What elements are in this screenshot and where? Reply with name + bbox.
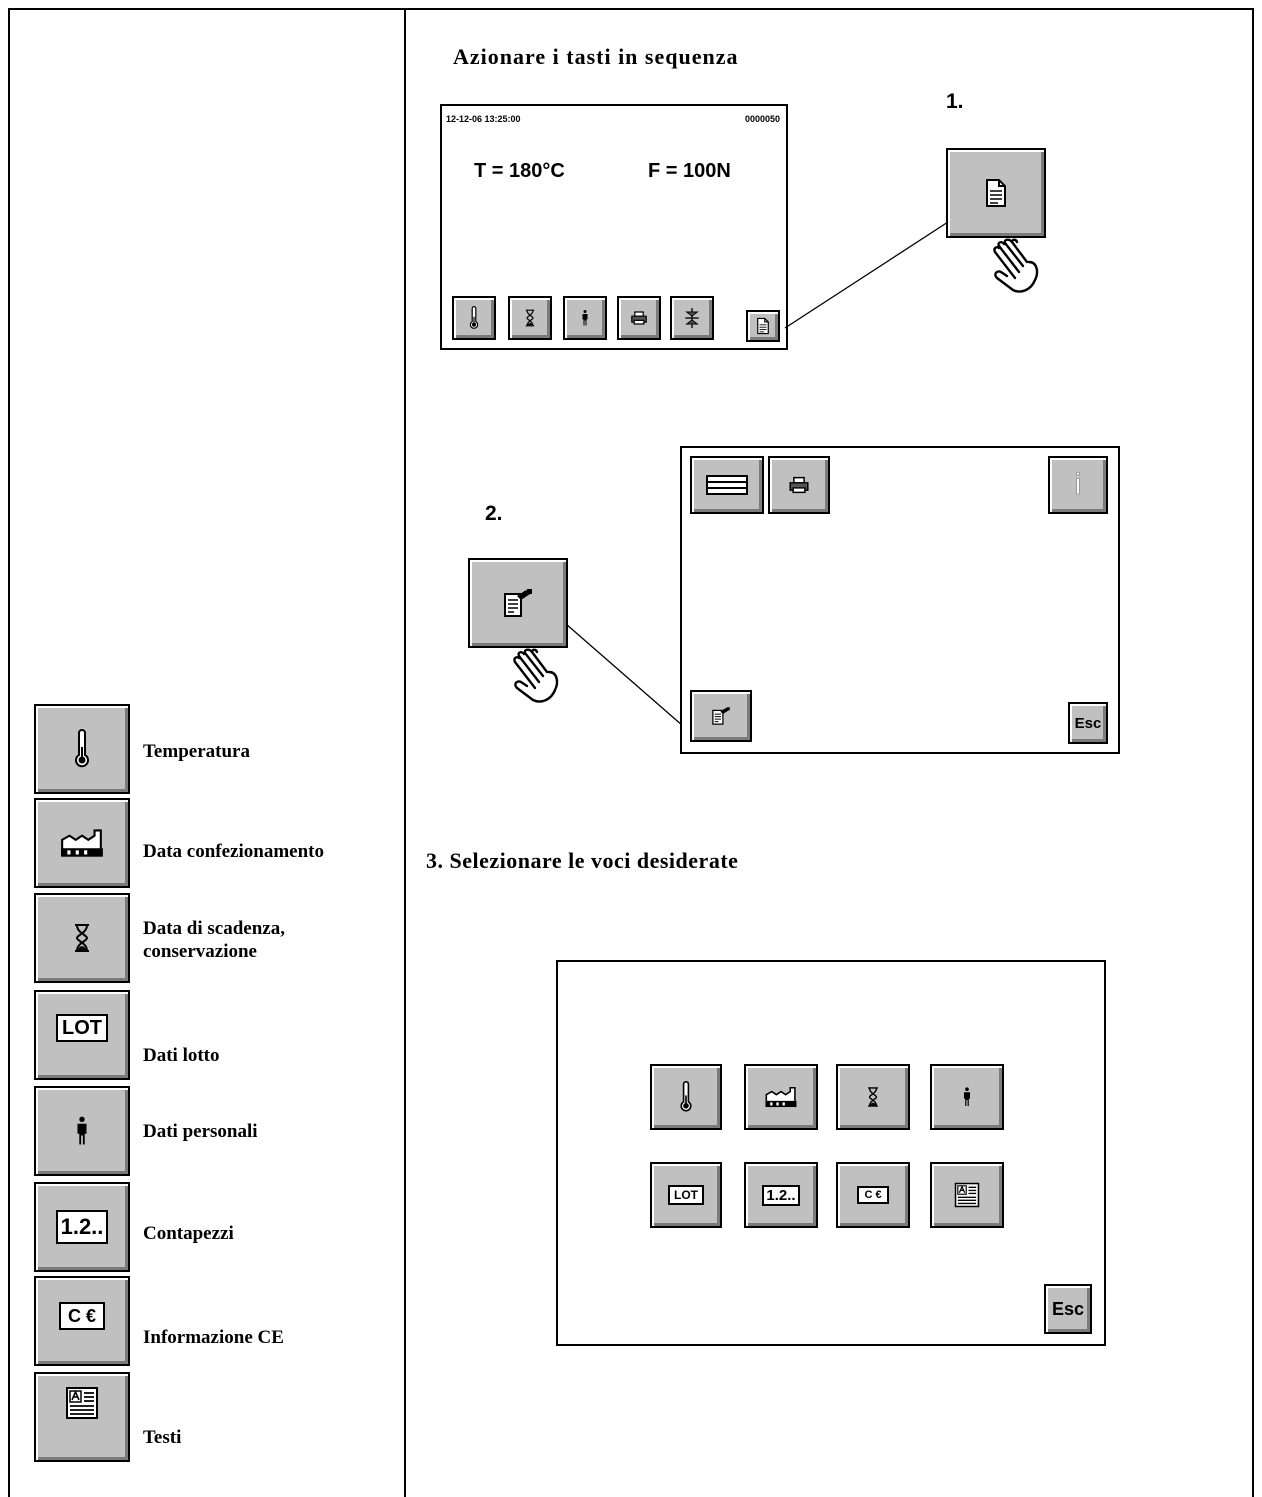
seal-bar-icon [705, 474, 749, 496]
legend-expiry-date-button [34, 893, 130, 983]
screen-document-button[interactable] [746, 310, 780, 342]
select-personal-data-button[interactable] [930, 1064, 1004, 1130]
legend-text-button [34, 1372, 130, 1462]
factory-icon [59, 827, 105, 859]
esc-button[interactable]: Esc [1044, 1284, 1092, 1334]
counter-icon: 1.2.. [762, 1184, 800, 1206]
info-button[interactable]: i [1048, 456, 1108, 514]
legend-personal-data-button [34, 1086, 130, 1176]
screen-printer-button[interactable] [617, 296, 661, 340]
ce-icon: C € [58, 1302, 105, 1330]
legend-ce-button: C € [34, 1276, 130, 1366]
select-ce-button[interactable]: C € [836, 1162, 910, 1228]
select-expiry-date-button[interactable] [836, 1064, 910, 1130]
legend-expiry-date-line2: conservazione [143, 941, 257, 962]
hourglass-icon [72, 922, 92, 954]
counter-icon: 1.2.. [55, 1210, 109, 1244]
legend-expiry-date-line1: Data di scadenza, [143, 918, 285, 939]
legend-text-label: Testi [143, 1427, 182, 1448]
thermometer-icon [678, 1080, 694, 1114]
screen-counter: 0000050 [744, 114, 780, 124]
legend-ce-label: Informazione CE [143, 1327, 284, 1348]
legend-personal-data-label: Dati personali [143, 1121, 258, 1142]
settings-icon [711, 706, 731, 726]
lot-icon: LOT [668, 1185, 704, 1205]
select-counter-button[interactable]: 1.2.. [744, 1162, 818, 1228]
ce-icon: C € [857, 1186, 889, 1204]
screen-temperature-button[interactable] [452, 296, 496, 340]
screen-hourglass-button[interactable] [508, 296, 552, 340]
print-button[interactable] [768, 456, 830, 514]
selection-screen: LOT 1.2.. C € Esc [556, 960, 1106, 1346]
legend-temperature-button [34, 704, 130, 794]
esc-label: Esc [1051, 1298, 1085, 1319]
legend-packaging-date-button [34, 798, 130, 888]
menu-screen: i Esc [680, 446, 1120, 754]
legend-counter-button: 1.2.. [34, 1182, 130, 1272]
instruction-heading: Azionare i tasti in sequenza [453, 44, 739, 69]
hourglass-icon [866, 1085, 880, 1109]
legend-lot-label: Dati lotto [143, 1045, 220, 1066]
seal-bar-button[interactable] [690, 456, 764, 514]
legend-temperature-label: Temperatura [143, 741, 250, 762]
document-button-large[interactable] [946, 148, 1046, 238]
step1-number: 1. [946, 90, 964, 113]
select-lot-button[interactable]: LOT [650, 1162, 722, 1228]
thermometer-icon [72, 729, 92, 769]
screen-force: F = 100N [648, 160, 731, 182]
esc-label: Esc [1074, 714, 1102, 732]
screen-person-button[interactable] [563, 296, 607, 340]
esc-button[interactable]: Esc [1068, 702, 1108, 744]
legend-packaging-date-label: Data confezionamento [143, 841, 324, 862]
person-icon [961, 1086, 973, 1108]
screen-temperature: T = 180°C [474, 160, 565, 182]
person-icon [73, 1115, 91, 1147]
legend-expiry-date-label: Data di scadenza, conservazione [143, 917, 285, 963]
select-packaging-date-button[interactable] [744, 1064, 818, 1130]
settings-button-large[interactable] [468, 558, 568, 648]
legend-lot-button: LOT [34, 990, 130, 1080]
pointing-hand-icon [505, 648, 565, 708]
factory-icon [764, 1085, 798, 1109]
select-text-button[interactable] [930, 1162, 1004, 1228]
step2-number: 2. [485, 502, 503, 525]
page-frame [8, 8, 1254, 1497]
select-temperature-button[interactable] [650, 1064, 722, 1130]
column-divider [404, 8, 406, 1497]
screen-seal-button[interactable] [670, 296, 714, 340]
settings-button[interactable] [690, 690, 752, 742]
info-icon: i [1074, 468, 1082, 502]
text-icon [65, 1386, 99, 1420]
lot-icon: LOT [56, 1014, 108, 1042]
main-display-screen: 12-12-06 13:25:00 0000050 T = 180°C F = … [440, 104, 788, 350]
step3-heading: 3. Selezionare le voci desiderate [426, 848, 739, 873]
printer-icon [788, 476, 810, 494]
settings-icon [502, 588, 534, 618]
legend-counter-label: Contapezzi [143, 1223, 234, 1244]
screen-datetime: 12-12-06 13:25:00 [446, 114, 521, 124]
text-icon [954, 1182, 980, 1208]
